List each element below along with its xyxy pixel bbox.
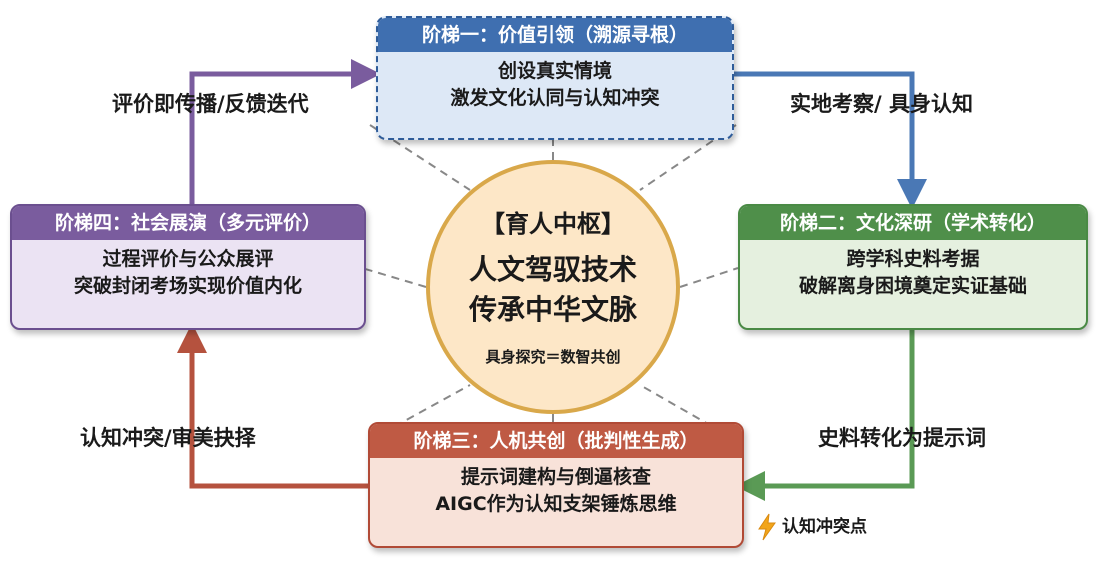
arrow-stage1-to-stage2 xyxy=(730,71,927,209)
stage-4-header: 阶梯四：社会展演（多元评价） xyxy=(12,206,364,240)
edge-label-bottom-right: 史料转化为提示词 xyxy=(818,426,986,450)
arrow-stage2-to-stage3 xyxy=(735,326,915,501)
hub-circle: 【育人中枢】 人文驾驭技术 传承中华文脉 具身探究＝数智共创 xyxy=(426,160,680,414)
lightning-icon xyxy=(758,513,776,541)
stage-1-header: 阶梯一：价值引领（溯源寻根） xyxy=(378,18,732,52)
stage-4-box: 阶梯四：社会展演（多元评价） 过程评价与公众展评 突破封闭考场实现价值内化 xyxy=(10,204,366,330)
stage-3-line2: AIGC作为认知支架锤炼思维 xyxy=(435,493,677,515)
stage-3-box: 阶梯三：人机共创（批判性生成） 提示词建构与倒逼核查 AIGC作为认知支架锤炼思… xyxy=(368,422,744,548)
spoke-right xyxy=(679,267,739,288)
stage-2-line2: 破解离身困境奠定实证基础 xyxy=(798,275,1027,297)
stage-4-line1: 过程评价与公众展评 xyxy=(102,248,274,270)
stage-1-line1: 创设真实情境 xyxy=(497,60,612,82)
arrow-stage4-to-stage1 xyxy=(189,59,381,204)
stage-1-box: 阶梯一：价值引领（溯源寻根） 创设真实情境 激发文化认同与认知冲突 xyxy=(376,16,734,140)
edge-label-top-right: 实地考察/ 具身认知 xyxy=(790,92,973,116)
conflict-marker-label: 认知冲突点 xyxy=(782,517,867,537)
hub-line1: 人文驾驭技术 xyxy=(468,253,637,286)
edge-label-bottom-left: 认知冲突/审美抉择 xyxy=(80,426,256,450)
hub-subtitle: 具身探究＝数智共创 xyxy=(485,348,621,366)
edge-label-top-left: 评价即传播/反馈迭代 xyxy=(112,92,309,116)
arrow-stage3-to-stage4 xyxy=(177,323,368,489)
stage-2-box: 阶梯二：文化深研（学术转化） 跨学科史料考据 破解离身困境奠定实证基础 xyxy=(738,204,1088,330)
hub-title: 【育人中枢】 xyxy=(481,210,625,238)
stage-3-line1: 提示词建构与倒逼核查 xyxy=(460,466,651,488)
stage-2-header: 阶梯二：文化深研（学术转化） xyxy=(740,206,1086,240)
stage-1-line2: 激发文化认同与认知冲突 xyxy=(450,87,660,109)
stage-2-line1: 跨学科史料考据 xyxy=(846,248,980,270)
stage-3-header: 阶梯三：人机共创（批判性生成） xyxy=(370,424,742,458)
stage-4-line2: 突破封闭考场实现价值内化 xyxy=(73,275,302,297)
conflict-marker: 认知冲突点 xyxy=(756,512,867,541)
hub-line2: 传承中华文脉 xyxy=(468,293,637,326)
spoke-left xyxy=(361,267,427,288)
